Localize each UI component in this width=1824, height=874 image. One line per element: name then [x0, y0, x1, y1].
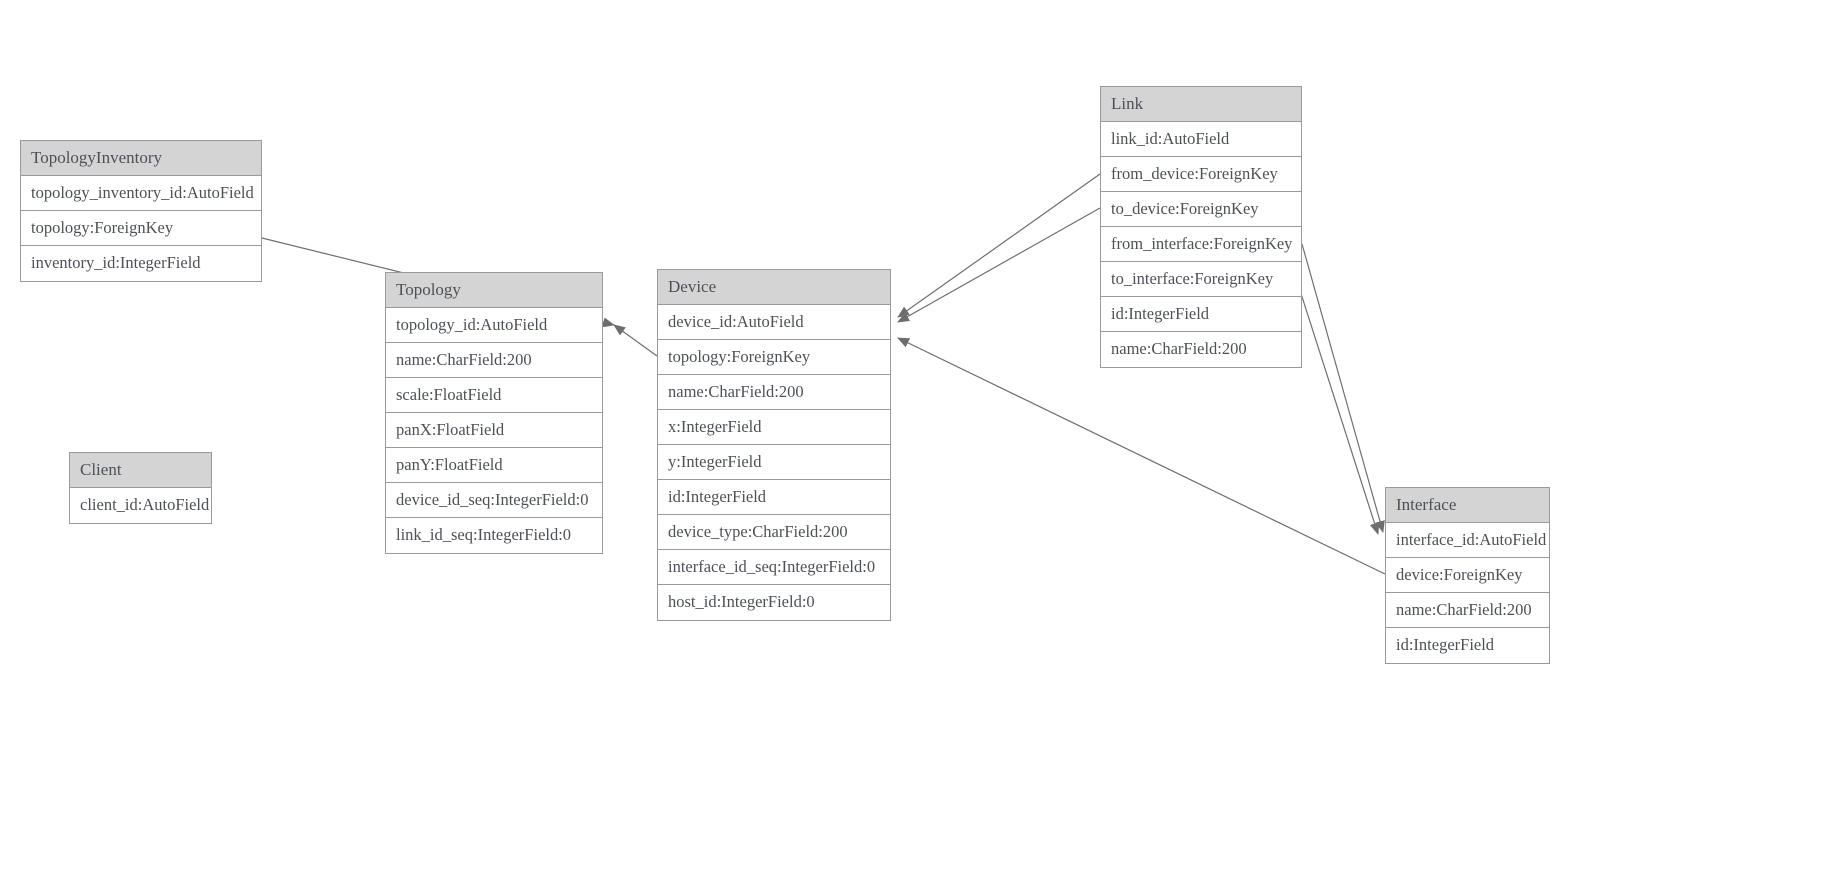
rel-link-from-device — [897, 173, 1101, 318]
entity-field-row[interactable]: client_id:AutoField — [70, 488, 211, 523]
rel-link-to-device — [897, 207, 1101, 323]
entity-title-topology: Topology — [386, 273, 602, 308]
entity-title-interface: Interface — [1386, 488, 1549, 523]
entity-field-row[interactable]: to_device:ForeignKey — [1101, 192, 1301, 227]
entity-field-row[interactable]: link_id:AutoField — [1101, 122, 1301, 157]
entity-field-row[interactable]: device:ForeignKey — [1386, 558, 1549, 593]
entity-field-row[interactable]: from_device:ForeignKey — [1101, 157, 1301, 192]
entity-field-row[interactable]: id:IntegerField — [658, 480, 890, 515]
entity-field-row[interactable]: device_id:AutoField — [658, 305, 890, 340]
entity-field-row[interactable]: device_type:CharField:200 — [658, 515, 890, 550]
entity-field-row[interactable]: interface_id_seq:IntegerField:0 — [658, 550, 890, 585]
entity-title-device: Device — [658, 270, 890, 305]
entity-field-row[interactable]: to_interface:ForeignKey — [1101, 262, 1301, 297]
entity-field-row[interactable]: topology_inventory_id:AutoField — [21, 176, 261, 211]
entity-field-row[interactable]: name:CharField:200 — [1101, 332, 1301, 367]
entity-field-row[interactable]: scale:FloatField — [386, 378, 602, 413]
entity-field-row[interactable]: x:IntegerField — [658, 410, 890, 445]
rel-link-to-interface — [1295, 277, 1380, 535]
entity-field-row[interactable]: topology:ForeignKey — [658, 340, 890, 375]
entity-field-row[interactable]: device_id_seq:IntegerField:0 — [386, 483, 602, 518]
entity-field-row[interactable]: topology_id:AutoField — [386, 308, 602, 343]
rel-device-topology — [613, 324, 658, 357]
entity-field-row[interactable]: id:IntegerField — [1386, 628, 1549, 663]
entity-field-row[interactable]: id:IntegerField — [1101, 297, 1301, 332]
rel-link-from-interface — [1301, 243, 1385, 533]
entity-field-row[interactable]: name:CharField:200 — [658, 375, 890, 410]
entity-title-client: Client — [70, 453, 211, 488]
entity-field-row[interactable]: name:CharField:200 — [1386, 593, 1549, 628]
entity-field-row[interactable]: interface_id:AutoField — [1386, 523, 1549, 558]
entity-field-row[interactable]: y:IntegerField — [658, 445, 890, 480]
entity-title-topology_inventory: TopologyInventory — [21, 141, 261, 176]
entity-title-link: Link — [1101, 87, 1301, 122]
entity-field-row[interactable]: from_interface:ForeignKey — [1101, 227, 1301, 262]
entity-field-row[interactable]: inventory_id:IntegerField — [21, 246, 261, 281]
entity-field-row[interactable]: link_id_seq:IntegerField:0 — [386, 518, 602, 553]
entity-field-row[interactable]: topology:ForeignKey — [21, 211, 261, 246]
entity-field-row[interactable]: host_id:IntegerField:0 — [658, 585, 890, 620]
entity-field-row[interactable]: panY:FloatField — [386, 448, 602, 483]
entity-field-row[interactable]: panX:FloatField — [386, 413, 602, 448]
rel-interface-device — [897, 337, 1386, 575]
entity-field-row[interactable]: name:CharField:200 — [386, 343, 602, 378]
